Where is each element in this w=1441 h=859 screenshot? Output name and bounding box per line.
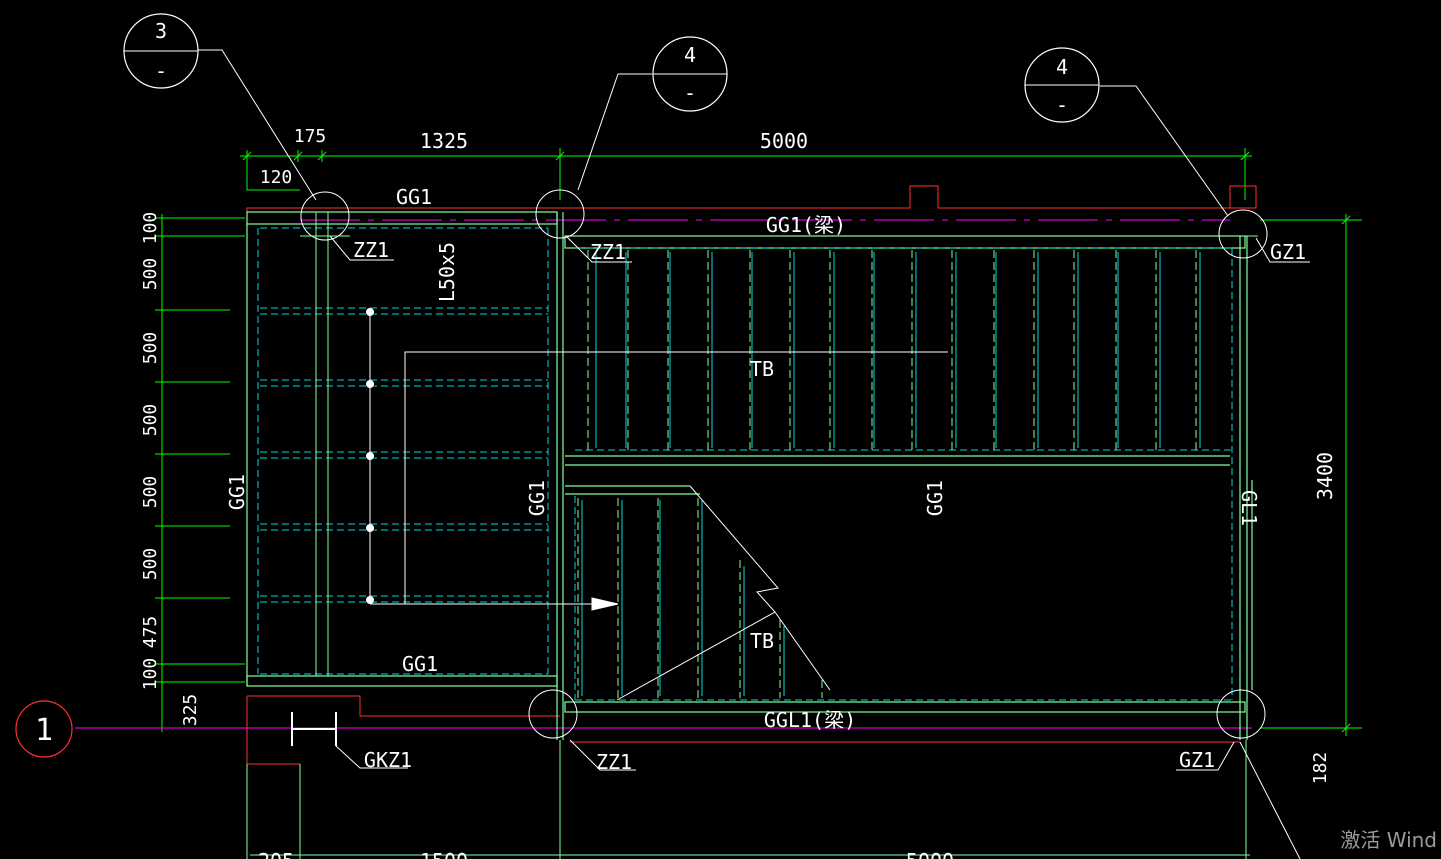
- dim-100-top: 100: [140, 212, 161, 245]
- section-callout-4a[interactable]: 4 -: [652, 36, 728, 112]
- zz1-marker-top-mid: [535, 189, 585, 239]
- left-dimension-chain: [155, 214, 245, 732]
- label-gg1-bottom[interactable]: GG1: [402, 652, 438, 676]
- axis-bubble-1[interactable]: 1: [15, 700, 73, 758]
- label-gg1-left-vertical[interactable]: GG1: [225, 474, 249, 510]
- right-dimension-chain: [1260, 214, 1362, 736]
- dim-100-bottom: 100: [140, 658, 161, 691]
- callout-3-bottom: -: [155, 59, 167, 83]
- dim-500-1: 500: [140, 258, 161, 291]
- dim-475: 475: [140, 616, 161, 649]
- label-ggl1-beam[interactable]: GGL1(梁): [764, 708, 856, 732]
- label-gg1-center-vertical[interactable]: GG1: [923, 480, 947, 516]
- label-zz1-top-mid[interactable]: ZZ1: [590, 240, 626, 264]
- label-angle-steel[interactable]: L50x5: [435, 242, 459, 302]
- dashed-steel-lines: [257, 227, 1235, 701]
- column-zz1-left: [315, 212, 329, 676]
- section-callout-3[interactable]: 3 -: [123, 13, 199, 89]
- top-dimension-chain: [240, 148, 1252, 200]
- zz1-marker-top-left: [300, 191, 350, 241]
- callout-4a-bottom: -: [684, 81, 696, 105]
- dim-3400: 3400: [1313, 452, 1337, 500]
- label-gg1-mid-vertical[interactable]: GG1: [525, 480, 549, 516]
- dim-500-3: 500: [140, 404, 161, 437]
- callout-4b-top: 4: [1056, 55, 1068, 79]
- dim-175: 175: [294, 126, 327, 147]
- label-zz1-bottom[interactable]: ZZ1: [596, 750, 632, 774]
- label-gl1-right-vertical[interactable]: GL1: [1237, 490, 1261, 526]
- stair-break-line: [616, 485, 831, 701]
- dim-500-5: 500: [140, 548, 161, 581]
- member-labels: GG1 GG1(梁) ZZ1 ZZ1 GZ1 L50x5 TB TB GG1 G…: [225, 185, 1306, 774]
- zz1-marker-bottom: [528, 689, 578, 739]
- dim-205-bottom: 205: [258, 849, 294, 859]
- gz1-marker-top-right: [1218, 209, 1268, 259]
- label-gg1-beam-top[interactable]: GG1(梁): [766, 213, 846, 237]
- section-callout-4b[interactable]: 4 -: [1024, 47, 1100, 123]
- label-gg1-top[interactable]: GG1: [396, 185, 432, 209]
- axis-bubble-label: 1: [35, 713, 53, 748]
- dim-1325: 1325: [420, 129, 468, 153]
- column-markers[interactable]: [300, 189, 1268, 739]
- callout-4a-top: 4: [684, 43, 696, 67]
- label-gz1-bottom[interactable]: GZ1: [1179, 748, 1215, 772]
- lower-flight-treads: [577, 498, 823, 698]
- right-dimension-texts: 3400 182: [1310, 452, 1337, 784]
- label-zz1-top-left[interactable]: ZZ1: [353, 238, 389, 262]
- bottom-dimension-texts: 205 1500 5000: [258, 849, 954, 859]
- dim-5000-bottom: 5000: [906, 849, 954, 859]
- gz1-marker-bottom: [1216, 689, 1266, 739]
- lower-grid-extensions: [246, 740, 1250, 859]
- label-gkz1[interactable]: GKZ1: [364, 748, 412, 772]
- activation-watermark: 激活 Wind: [1340, 828, 1437, 852]
- walking-direction-arrow: [366, 308, 948, 611]
- dim-325: 325: [180, 694, 201, 727]
- dim-1500-bottom: 1500: [420, 849, 468, 859]
- left-dimension-texts: 100 500 500 500 500 500 475 100 325: [140, 212, 201, 727]
- leader-lines: [198, 49, 1310, 859]
- dim-182: 182: [1310, 752, 1331, 785]
- top-dimension-texts: 175 1325 5000 120: [260, 126, 808, 188]
- callout-4b-bottom: -: [1056, 93, 1068, 117]
- red-outlines: [246, 185, 1257, 765]
- dim-120: 120: [260, 167, 293, 188]
- gkz1-column-symbol[interactable]: [291, 712, 337, 746]
- callout-3-top: 3: [155, 19, 167, 43]
- label-gz1-top-right[interactable]: GZ1: [1270, 240, 1306, 264]
- label-tb-upper[interactable]: TB: [750, 357, 774, 381]
- dim-5000-top: 5000: [760, 129, 808, 153]
- dim-500-4: 500: [140, 476, 161, 509]
- label-tb-lower[interactable]: TB: [750, 629, 774, 653]
- upper-flight-treads: [587, 250, 1201, 450]
- dim-500-2: 500: [140, 332, 161, 365]
